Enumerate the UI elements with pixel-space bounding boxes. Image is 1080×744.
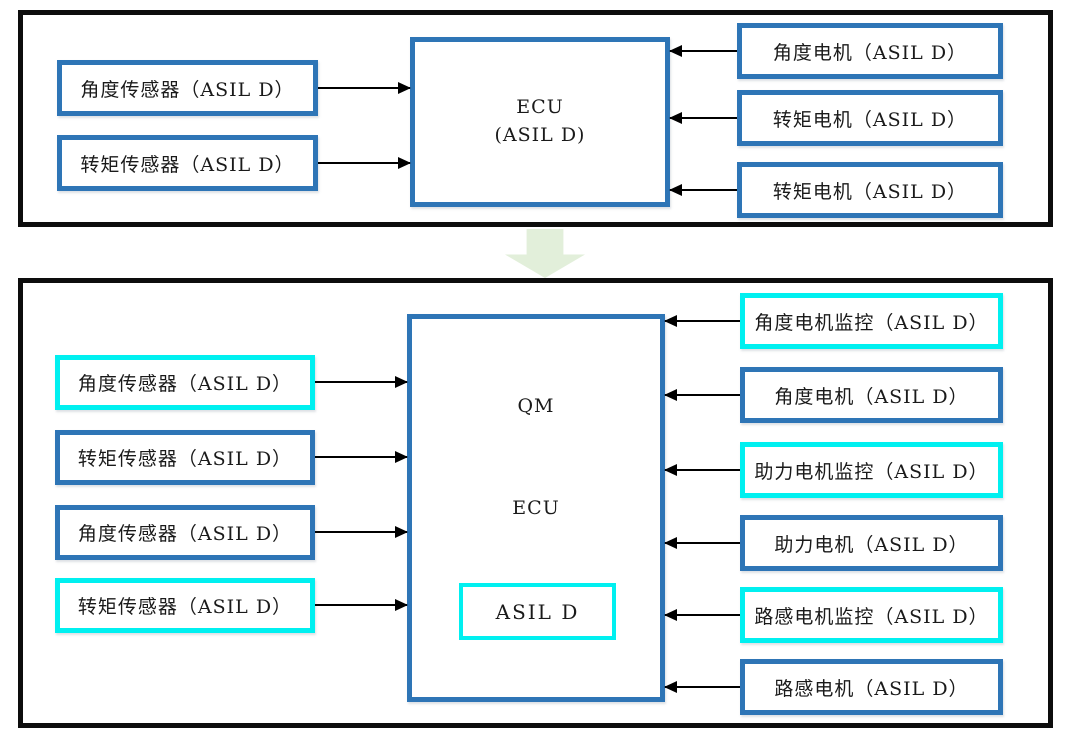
- connector-arrow: [665, 686, 740, 688]
- bottom-angle-motor-monitor-label: 角度电机监控（ASIL D）: [754, 311, 989, 334]
- top-ecu-label: ECU (ASIL D): [415, 42, 665, 202]
- bottom-torque-sensor-box-2: 转矩传感器（ASIL D）: [55, 578, 315, 633]
- bottom-angle-sensor-label-2: 角度传感器（ASIL D）: [77, 523, 293, 545]
- bottom-angle-motor-label: 角度电机（ASIL D）: [774, 385, 969, 408]
- bottom-roadfeel-motor-monitor-box: 路感电机监控（ASIL D）: [740, 587, 1003, 643]
- top-torque-motor-box-2: 转矩电机（ASIL D）: [737, 162, 1003, 218]
- bottom-roadfeel-motor-label: 路感电机（ASIL D）: [774, 677, 969, 700]
- connector-arrow: [670, 189, 737, 191]
- bottom-ecu-label: ECU: [512, 497, 560, 519]
- connector-arrow: [665, 469, 740, 471]
- connector-arrow: [315, 604, 407, 606]
- bottom-angle-sensor-box-2: 角度传感器（ASIL D）: [55, 505, 315, 560]
- top-angle-motor-label: 角度电机（ASIL D）: [772, 41, 968, 64]
- top-ecu-line2: (ASIL D): [494, 124, 586, 146]
- bottom-assist-motor-monitor-label: 助力电机监控（ASIL D）: [754, 460, 989, 483]
- bottom-torque-sensor-box-1: 转矩传感器（ASIL D）: [55, 430, 315, 485]
- bottom-asil-d-box: ASIL D: [459, 583, 616, 640]
- top-angle-sensor-label: 角度传感器（ASIL D）: [80, 78, 295, 101]
- connector-arrow: [665, 320, 740, 322]
- bottom-angle-motor-monitor-box: 角度电机监控（ASIL D）: [740, 293, 1003, 349]
- bottom-ecu-box: QM ECU ASIL D: [407, 314, 665, 702]
- top-torque-motor-label-2: 转矩电机（ASIL D）: [772, 180, 968, 203]
- bottom-torque-sensor-label-2: 转矩传感器（ASIL D）: [77, 596, 293, 618]
- top-torque-sensor-box: 转矩传感器（ASIL D）: [57, 135, 318, 191]
- bottom-angle-sensor-box-1: 角度传感器（ASIL D）: [55, 355, 315, 410]
- connector-arrow: [318, 162, 410, 164]
- bottom-assist-motor-monitor-box: 助力电机监控（ASIL D）: [740, 442, 1003, 498]
- top-torque-sensor-label: 转矩传感器（ASIL D）: [80, 153, 295, 176]
- connector-arrow: [670, 117, 737, 119]
- top-diagram-frame: [18, 10, 1053, 227]
- top-angle-motor-box: 角度电机（ASIL D）: [737, 23, 1003, 79]
- bottom-angle-motor-box: 角度电机（ASIL D）: [740, 367, 1003, 423]
- bottom-assist-motor-label: 助力电机（ASIL D）: [774, 533, 969, 556]
- connector-arrow: [315, 456, 407, 458]
- connector-arrow: [665, 394, 740, 396]
- top-ecu-box: ECU (ASIL D): [410, 37, 670, 207]
- connector-arrow: [665, 542, 740, 544]
- connector-arrow: [315, 531, 407, 533]
- bottom-ecu-qm-label: QM: [517, 395, 555, 417]
- down-block-arrow-icon: [505, 229, 585, 278]
- top-torque-motor-label-1: 转矩电机（ASIL D）: [772, 108, 968, 131]
- bottom-torque-sensor-label-1: 转矩传感器（ASIL D）: [77, 448, 293, 470]
- connector-arrow: [665, 614, 740, 616]
- bottom-assist-motor-box: 助力电机（ASIL D）: [740, 515, 1003, 571]
- connector-arrow: [318, 87, 410, 89]
- bottom-roadfeel-motor-monitor-label: 路感电机监控（ASIL D）: [754, 605, 989, 628]
- connector-arrow: [315, 381, 407, 383]
- bottom-asil-d-label: ASIL D: [495, 599, 580, 624]
- bottom-angle-sensor-label-1: 角度传感器（ASIL D）: [77, 373, 293, 395]
- bottom-roadfeel-motor-box: 路感电机（ASIL D）: [740, 659, 1003, 715]
- bottom-diagram-frame: [18, 278, 1053, 728]
- top-angle-sensor-box: 角度传感器（ASIL D）: [57, 60, 318, 116]
- connector-arrow: [670, 50, 737, 52]
- top-ecu-line1: ECU: [516, 96, 564, 119]
- top-torque-motor-box-1: 转矩电机（ASIL D）: [737, 90, 1003, 146]
